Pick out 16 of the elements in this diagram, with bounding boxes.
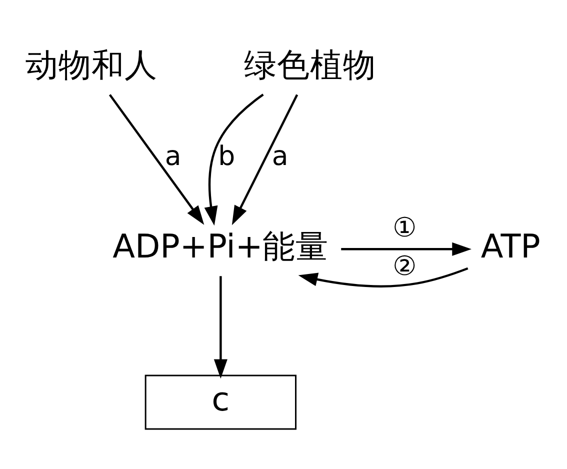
arrow [298,266,468,287]
arrow [341,242,472,256]
node-text: ATP [480,226,540,265]
edge-label: b [218,140,236,172]
edge-label: a [164,140,182,172]
node-text: 动物和人 [25,46,158,84]
arrow [232,94,298,225]
edge-label: a [272,140,288,172]
edge-label: ② [392,250,417,282]
node-text: ADP+Pi+能量 [112,226,329,265]
edge-label: ① [392,212,417,243]
arrow [214,276,228,378]
node-text: 绿色植物 [244,46,376,84]
arrow [108,94,204,224]
node-box: c [144,374,297,430]
arrow [204,93,264,226]
